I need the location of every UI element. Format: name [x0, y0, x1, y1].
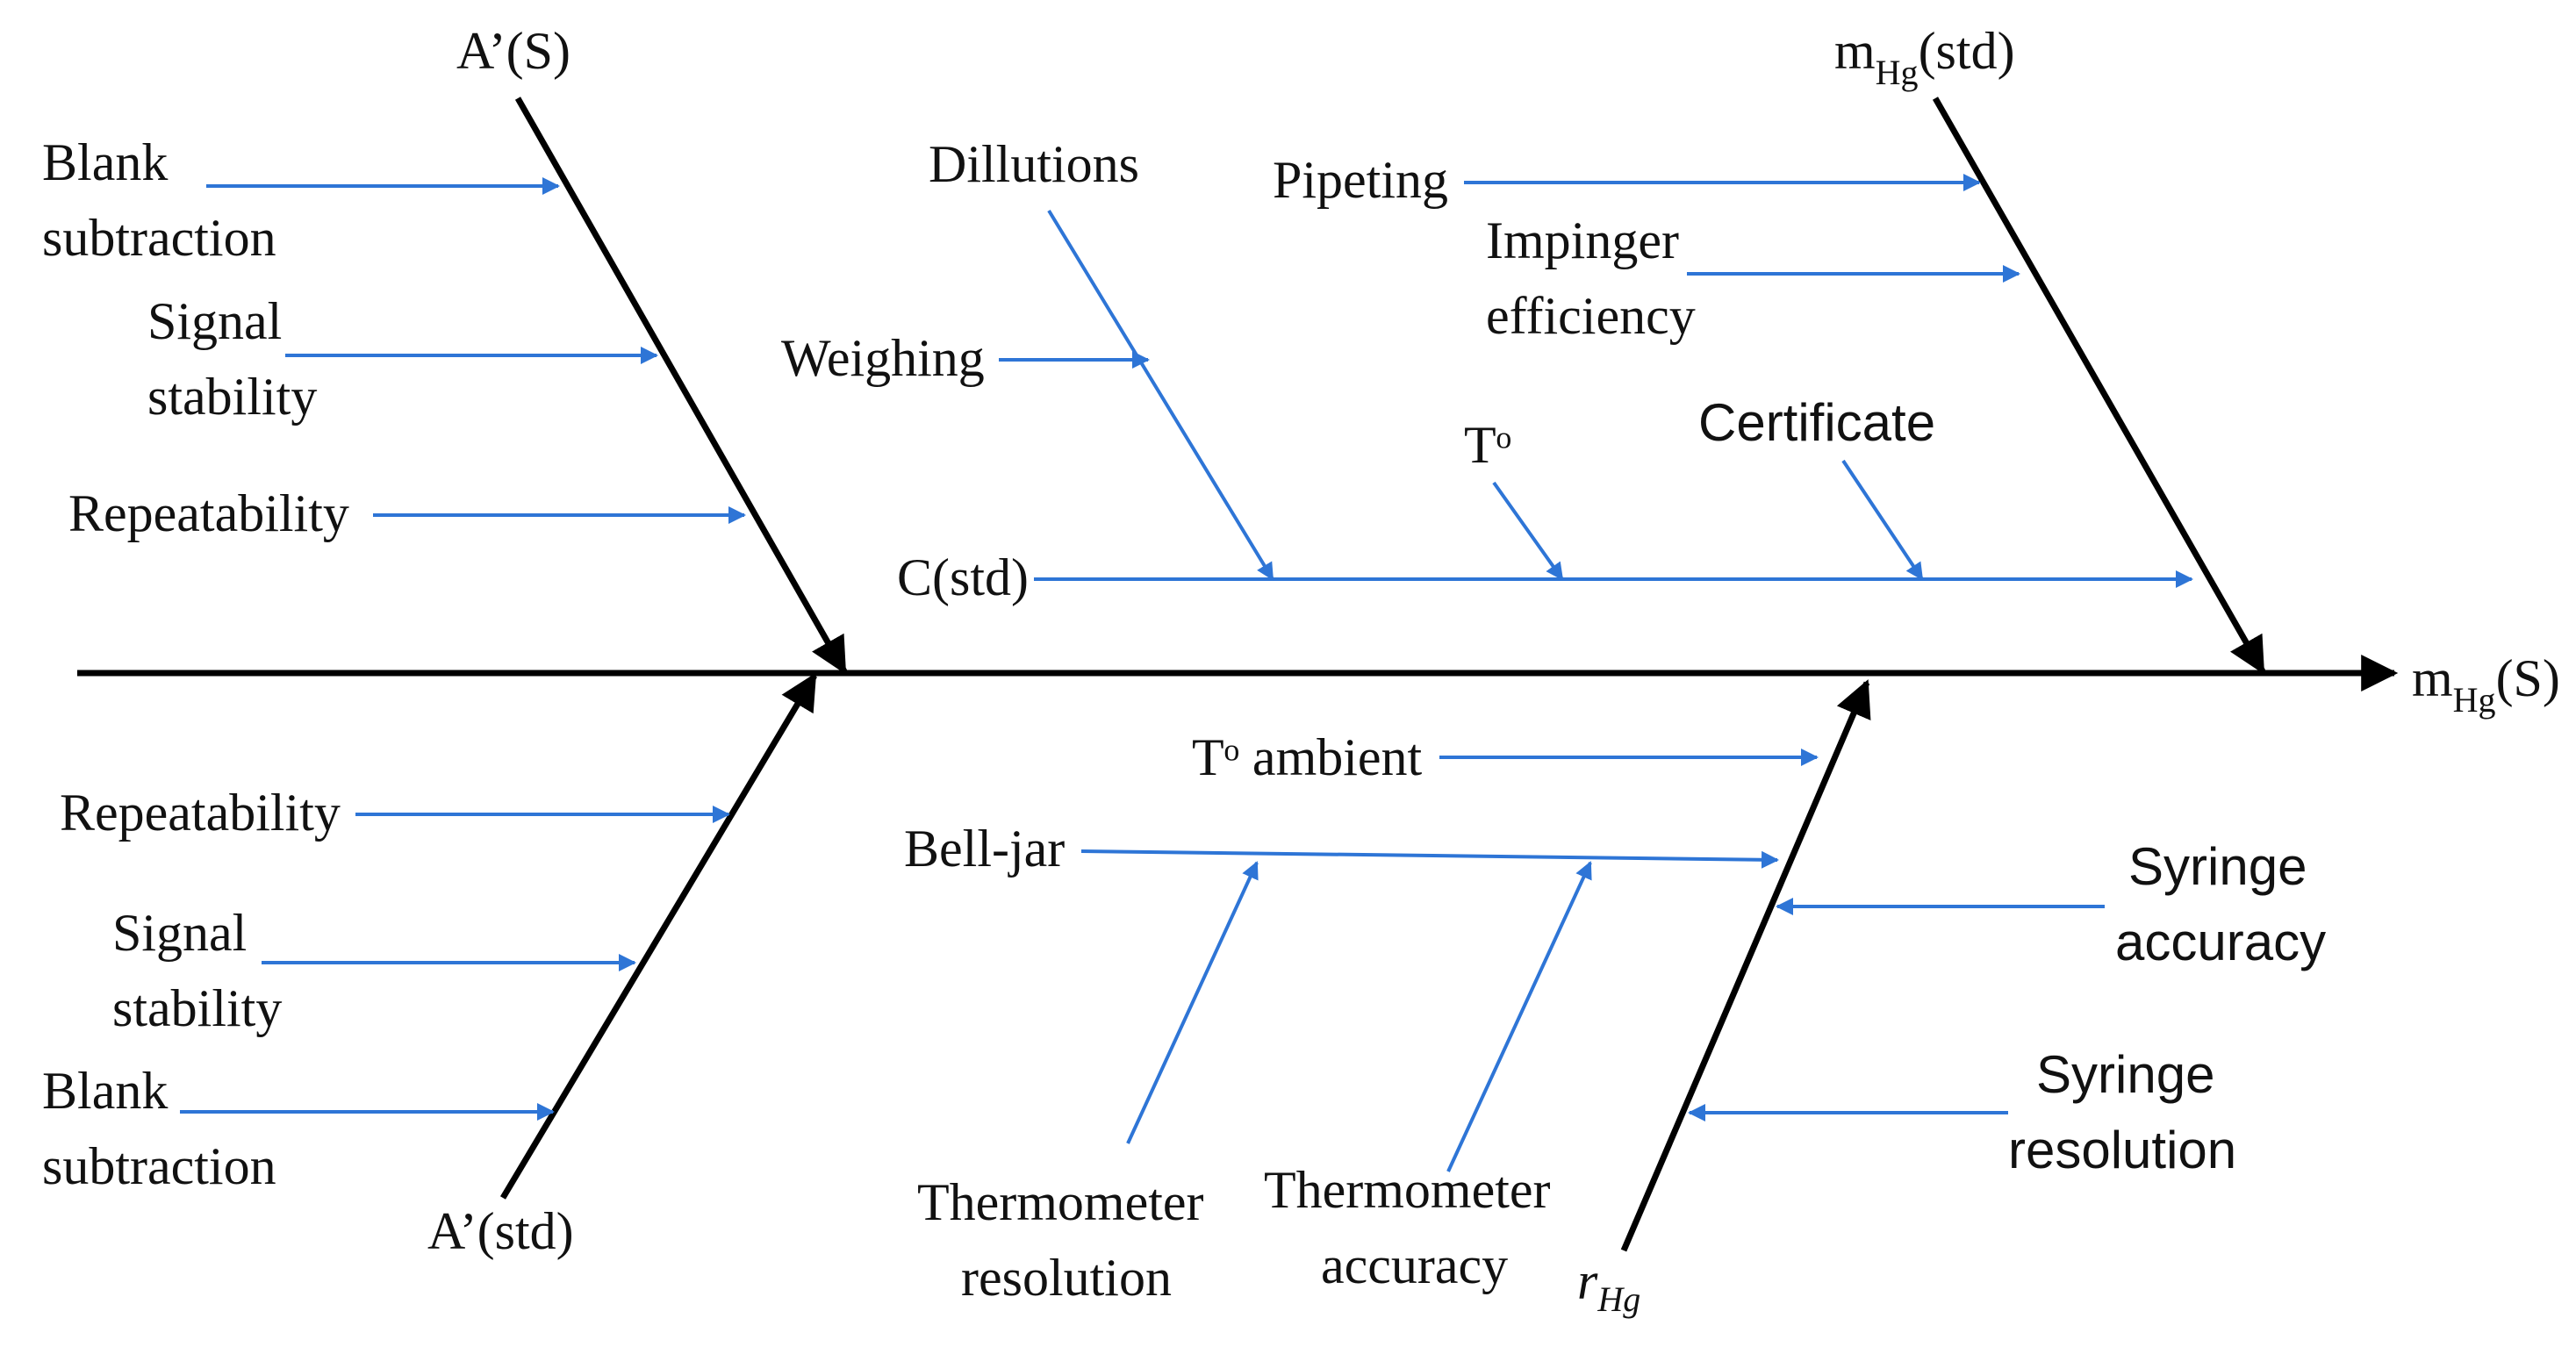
- branch-astd-bone: [499, 672, 818, 1200]
- cause-therm-acc-arrow: [1446, 861, 1592, 1172]
- branch-mhgstd-bone: [1932, 97, 2266, 675]
- branch-astd-label: A’(std): [427, 1202, 574, 1260]
- cause-temp-ambient-label: Tᵒ ambient: [1192, 728, 1423, 786]
- cause-certificate-arrow: [1841, 459, 1924, 581]
- cause-weighing-label: Weighing: [781, 329, 985, 387]
- cause-certificate-label: Certificate: [1698, 393, 1935, 452]
- effect-label: mHg(S): [2412, 649, 2560, 720]
- branch-as-bone: [514, 97, 848, 675]
- cause-as-repeat-label: Repeatability: [68, 484, 349, 542]
- cause-temp-arrow: [1492, 481, 1564, 581]
- cause-temp-label: Tᵒ: [1464, 416, 1511, 474]
- cause-dilutions-label: Dillutions: [929, 135, 1139, 193]
- belljar-sub-bone: [1080, 849, 1779, 869]
- branch-rhg-label: rHg: [1577, 1252, 1640, 1319]
- cause-astd-repeat-label: Repeatability: [60, 784, 341, 842]
- branch-mhgstd-label: mHg(std): [1834, 22, 2015, 92]
- cause-pipeting-label: Pipeting: [1273, 151, 1448, 209]
- cause-cstd-label: C(std): [897, 548, 1029, 606]
- cause-dilutions-arrow: [1047, 209, 1274, 581]
- cause-belljar-label: Bell-jar: [904, 820, 1065, 878]
- branch-as-label: A’(S): [456, 22, 570, 80]
- branch-rhg-bone: [1620, 679, 1871, 1252]
- cause-therm-res-arrow: [1126, 861, 1259, 1144]
